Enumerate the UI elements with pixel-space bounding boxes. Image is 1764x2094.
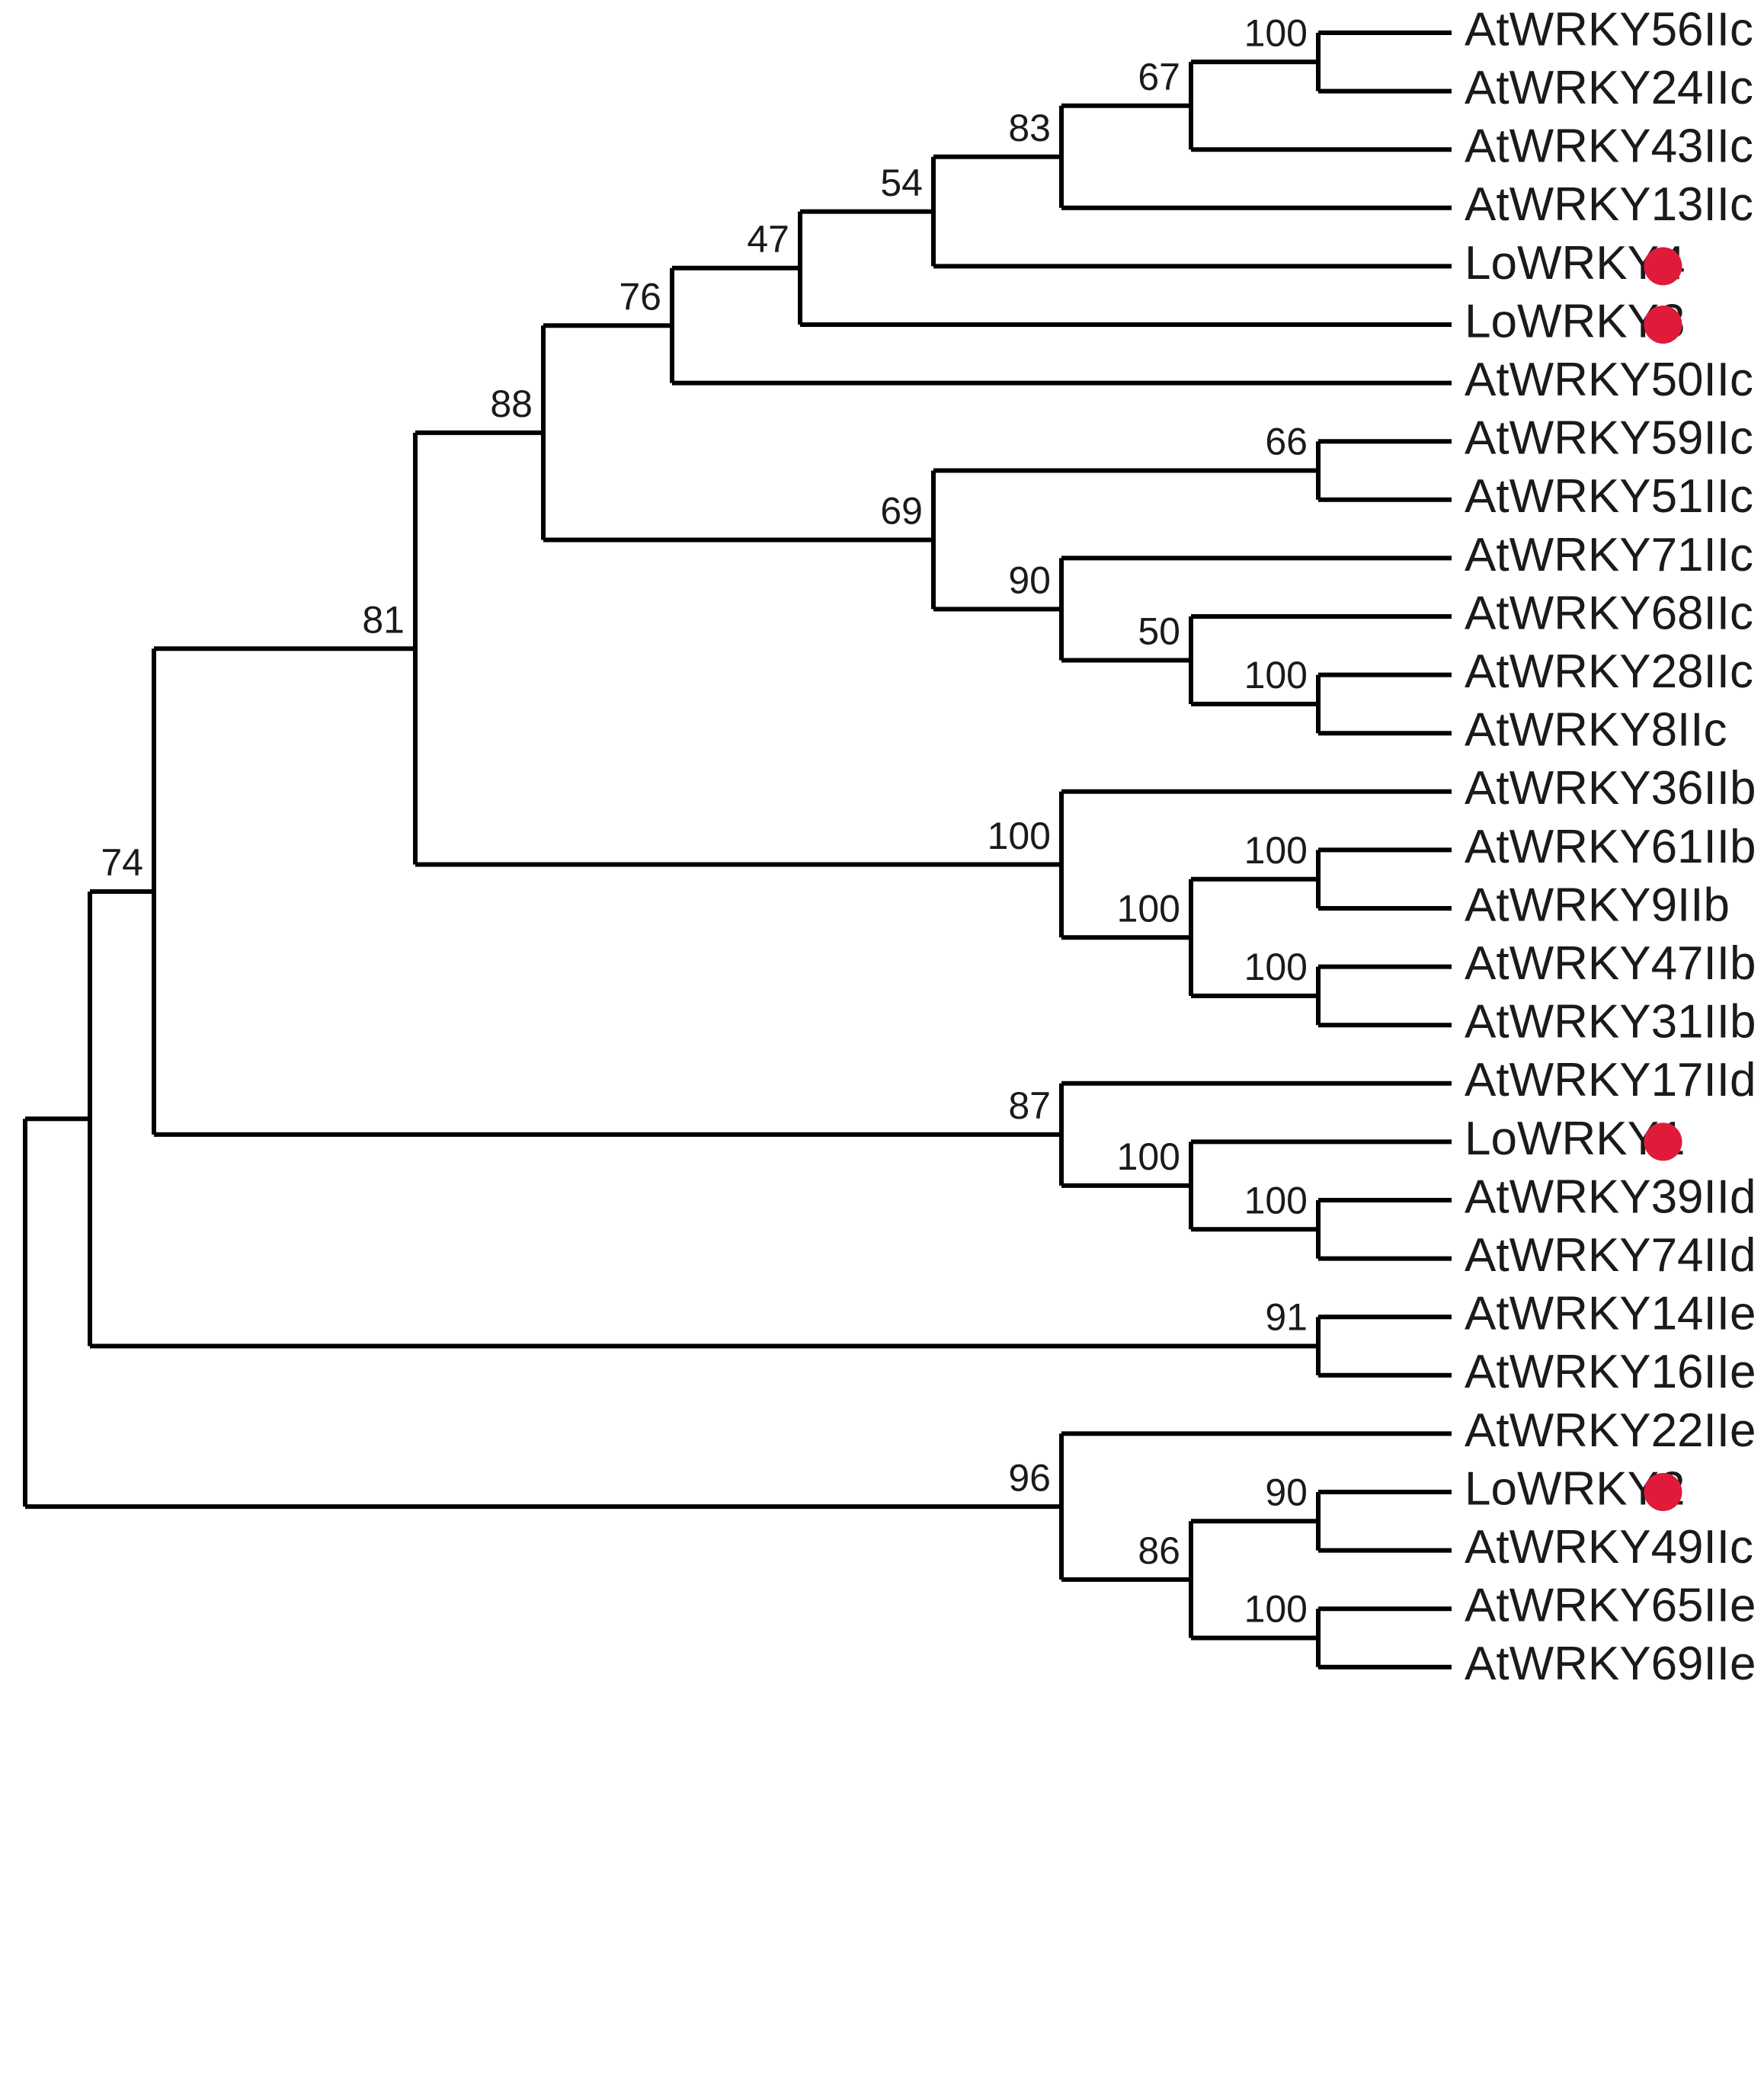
bootstrap-support-label: 83 (1008, 107, 1051, 149)
support-label-layer: 100 67 83 54 47 76 66 100 50 90 69 88 100 100 100 100 81… (101, 12, 1308, 1631)
bootstrap-support-label: 91 (1265, 1296, 1308, 1339)
bootstrap-support-label: 88 (490, 383, 533, 425)
tip-label: AtWRKY65IIe (1465, 1580, 1756, 1632)
tip-label: AtWRKY50IIc (1465, 354, 1753, 406)
highlight-dot-icon (1644, 1122, 1682, 1161)
bootstrap-support-label: 100 (1244, 1588, 1308, 1631)
tip-label: AtWRKY47IIb (1465, 937, 1756, 990)
tip-label: AtWRKY13IIc (1465, 178, 1753, 231)
tip-label: AtWRKY56IIc (1465, 3, 1753, 56)
bootstrap-support-label: 47 (747, 218, 789, 261)
bootstrap-support-label: 67 (1138, 56, 1180, 98)
tip-label: AtWRKY14IIe (1465, 1288, 1756, 1340)
bootstrap-support-label: 100 (1244, 654, 1308, 696)
tip-label: AtWRKY59IIc (1465, 412, 1753, 465)
tip-label: AtWRKY9IIb (1465, 879, 1730, 931)
bootstrap-support-label: 87 (1008, 1084, 1051, 1127)
tip-label: AtWRKY43IIc (1465, 120, 1753, 173)
tip-label: AtWRKY71IIc (1465, 529, 1753, 581)
tip-label: AtWRKY31IIb (1465, 996, 1756, 1049)
tip-label: AtWRKY17IId (1465, 1054, 1756, 1106)
tip-label: AtWRKY51IIc (1465, 470, 1753, 523)
tip-label: AtWRKY16IIe (1465, 1346, 1756, 1398)
tip-label: AtWRKY24IIc (1465, 62, 1753, 114)
tip-label: AtWRKY74IId (1465, 1229, 1756, 1282)
bootstrap-support-label: 100 (1117, 1135, 1180, 1178)
tip-label: AtWRKY36IIb (1465, 762, 1756, 815)
bootstrap-support-label: 100 (1244, 12, 1308, 55)
bootstrap-support-label: 81 (362, 598, 405, 641)
bootstrap-support-label: 100 (1244, 946, 1308, 988)
bootstrap-support-label: 90 (1265, 1471, 1308, 1514)
bootstrap-support-label: 76 (619, 275, 661, 318)
tip-label: AtWRKY28IIc (1465, 645, 1753, 698)
marker-layer (1644, 247, 1682, 1511)
tip-label: AtWRKY68IIc (1465, 587, 1753, 639)
bootstrap-support-label: 50 (1138, 610, 1180, 653)
bootstrap-support-label: 100 (1244, 1180, 1308, 1222)
highlight-dot-icon (1644, 306, 1682, 344)
tip-label: AtWRKY49IIc (1465, 1521, 1753, 1574)
bootstrap-support-label: 66 (1265, 421, 1308, 463)
bootstrap-support-label: 100 (1244, 829, 1308, 872)
tip-label: AtWRKY22IIe (1465, 1404, 1756, 1457)
branch-layer (23, 30, 1452, 1670)
bootstrap-support-label: 90 (1008, 559, 1051, 602)
bootstrap-support-label: 96 (1008, 1456, 1051, 1499)
tip-label: AtWRKY69IIe (1465, 1638, 1756, 1690)
tip-label: AtWRKY8IIc (1465, 704, 1727, 757)
tip-label: AtWRKY39IId (1465, 1170, 1756, 1223)
highlight-dot-icon (1644, 247, 1682, 286)
tip-label: AtWRKY61IIb (1465, 821, 1756, 873)
bootstrap-support-label: 54 (880, 162, 923, 204)
highlight-dot-icon (1644, 1473, 1682, 1511)
tip-label-layer: AtWRKY56IIcAtWRKY24IIcAtWRKY43IIcAtWRKY1… (1465, 3, 1756, 1690)
bootstrap-support-label: 100 (1117, 888, 1180, 930)
bootstrap-support-label: 100 (988, 815, 1051, 857)
bootstrap-support-label: 69 (880, 490, 923, 533)
bootstrap-support-label: 86 (1138, 1529, 1180, 1572)
bootstrap-support-label: 74 (101, 841, 143, 884)
